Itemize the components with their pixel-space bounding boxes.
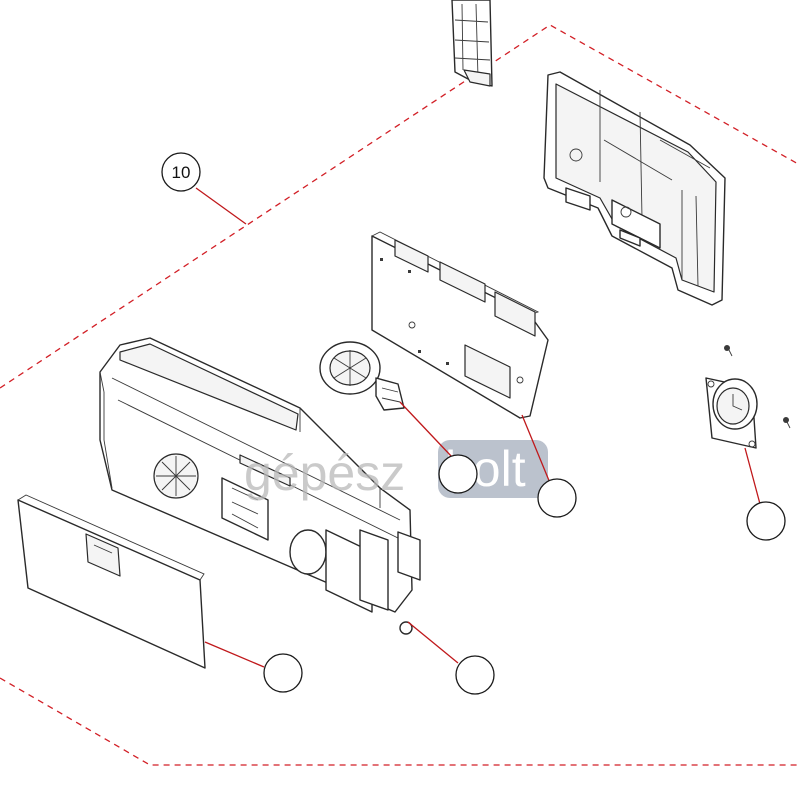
assembly-boundary — [0, 24, 800, 766]
leader-line-timer — [744, 447, 761, 505]
callout-timer — [746, 501, 786, 541]
leader-line-assembly — [195, 187, 247, 225]
watermark: gépész bolt — [244, 440, 548, 501]
control-pcb — [371, 231, 549, 419]
callout-pcb — [537, 478, 577, 518]
mounting-bracket — [451, 0, 493, 87]
rear-housing-cover — [543, 71, 726, 306]
leader-line-switch — [399, 401, 453, 458]
leader-line-pcb — [521, 414, 551, 484]
rotary-switch — [319, 341, 405, 411]
callout-housing — [455, 655, 495, 695]
callout-flap — [263, 653, 303, 693]
leader-line-flap — [204, 641, 265, 668]
callout-main-label: 10 — [172, 163, 191, 182]
watermark-word-left: gépész — [244, 445, 405, 501]
door-flap — [17, 494, 206, 669]
callout-main: 10 — [161, 152, 201, 192]
leader-line-housing — [407, 621, 459, 664]
leader-lines — [195, 187, 761, 668]
callout-switch — [438, 454, 478, 494]
clock-timer — [705, 345, 791, 449]
control-panel-housing — [99, 337, 421, 635]
